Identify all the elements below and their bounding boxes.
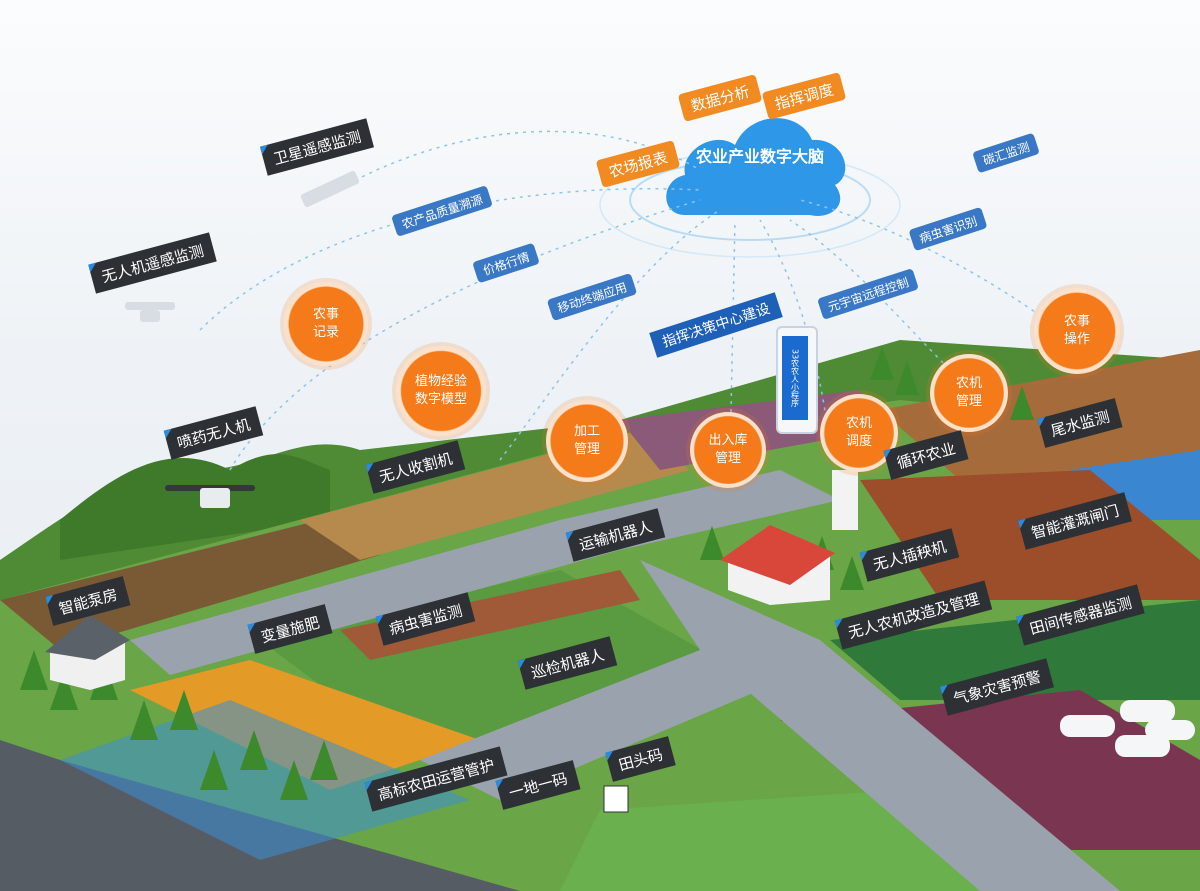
hill-left <box>60 454 330 560</box>
circle-line: 管理 <box>573 442 600 457</box>
road-diagonal <box>640 560 1120 891</box>
phone-screen-text: 33农农人小程序 <box>782 336 808 420</box>
drone-remote-sensing <box>125 302 175 322</box>
circle-farm-records[interactable]: 农事记录 <box>284 282 368 366</box>
circle-warehouse[interactable]: 出入库管理 <box>690 412 766 488</box>
circle-line: 数字模型 <box>414 392 467 407</box>
circle-line: 农事 <box>312 307 339 322</box>
circle-line: 农机 <box>845 416 872 431</box>
pump-house <box>45 615 130 690</box>
field-brown-1 <box>0 520 380 650</box>
farmhouse <box>720 470 858 605</box>
road-front <box>0 740 520 891</box>
field-red <box>340 570 640 660</box>
mobile-phone: 33农农人小程序 <box>776 326 818 434</box>
brain-label: 农业产业数字大脑 <box>695 147 824 166</box>
circle-farm-operations[interactable]: 农事操作 <box>1034 288 1120 374</box>
circle-line: 植物经验 <box>414 374 467 389</box>
circle-line: 加工 <box>573 424 600 439</box>
cloud-shape <box>666 118 846 216</box>
circle-line: 出入库 <box>708 433 748 448</box>
field-right-green <box>830 600 1200 700</box>
drone-spray <box>165 485 255 508</box>
circle-line: 操作 <box>1063 332 1090 347</box>
circle-line: 记录 <box>312 325 339 340</box>
greenhouses <box>1060 700 1195 757</box>
circle-line: 农事 <box>1063 314 1090 329</box>
circle-plant-model[interactable]: 植物经验数字模型 <box>396 346 486 436</box>
road-cross <box>420 650 760 800</box>
circle-line: 农机 <box>955 376 982 391</box>
circle-line: 调度 <box>845 434 872 449</box>
canal <box>60 700 470 860</box>
field-golden-wheat <box>130 660 480 790</box>
field-bottom-green <box>560 790 1000 891</box>
circle-machinery-management[interactable]: 农机管理 <box>930 354 1008 432</box>
qr-code <box>603 785 629 813</box>
circle-line: 管理 <box>714 451 741 466</box>
circle-line: 管理 <box>955 394 982 409</box>
circle-processing[interactable]: 加工管理 <box>546 400 628 482</box>
satellite <box>300 170 360 208</box>
